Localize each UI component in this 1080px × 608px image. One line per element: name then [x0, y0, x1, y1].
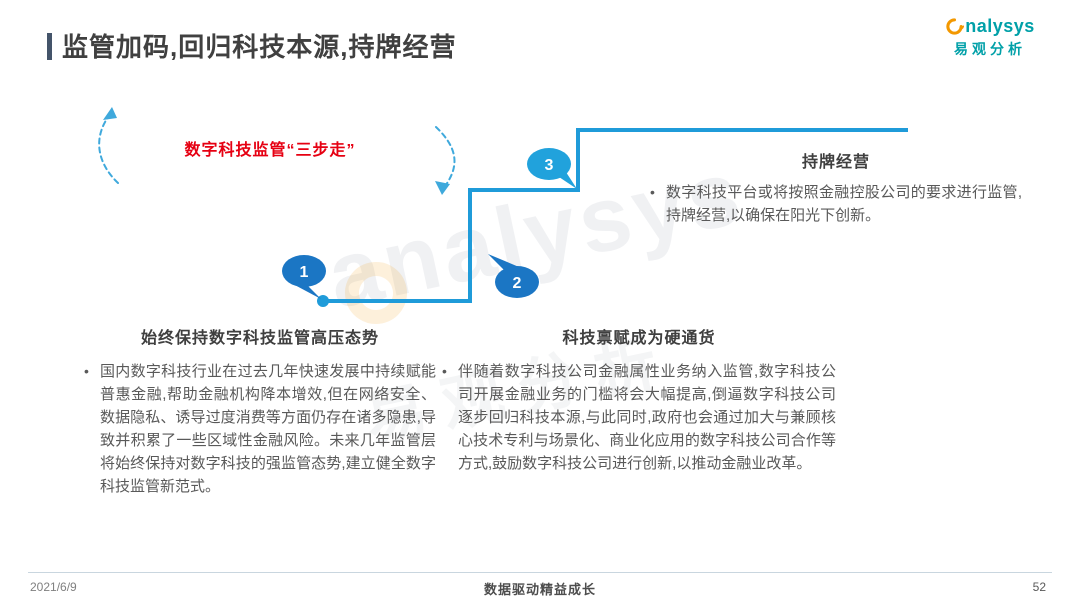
step-line-start-dot [317, 295, 329, 307]
step-bubble-2: 2 [488, 254, 539, 298]
logo-swirl-icon [946, 18, 965, 35]
diagram-caption: 数字科技监管“三步走” [184, 142, 356, 159]
step-number-2: 2 [513, 275, 522, 292]
watermark-ring-icon [339, 256, 413, 330]
step-1-body: 国内数字科技行业在过去几年快速发展中持续赋能普惠金融,帮助金融机构降本增效,但在… [100, 363, 436, 495]
step-bubble-1: 1 [282, 255, 326, 299]
dashed-arc-right-arrowhead-icon [435, 181, 450, 195]
dashed-arc-right [435, 126, 456, 191]
bullet-icon: • [650, 184, 655, 200]
step-2-body: 伴随着数字科技公司金融属性业务纳入监管,数字科技公司开展金融业务的门槛将会大幅提… [458, 363, 836, 472]
dashed-arc-left-arrowhead-icon [103, 107, 117, 120]
footer-divider [28, 572, 1052, 573]
step-3-title: 持牌经营 [801, 154, 870, 171]
bullet-icon: • [442, 363, 447, 379]
step-2-title: 科技禀赋成为硬通货 [562, 330, 716, 347]
footer-date: 2021/6/9 [30, 580, 77, 594]
page-title: 监管加码,回归科技本源,持牌经营 [62, 32, 457, 62]
step-2-section: 科技禀赋成为硬通货 • 伴随着数字科技公司金融属性业务纳入监管,数字科技公司开展… [442, 324, 836, 475]
title-accent-bar [47, 33, 52, 60]
step-3-section: 持牌经营 • 数字科技平台或将按照金融控股公司的要求进行监管,持牌经营,以确保在… [650, 148, 1022, 227]
footer-slogan: 数据驱动精益成长 [483, 582, 596, 597]
step-1-title: 始终保持数字科技监管高压态势 [140, 330, 379, 347]
step-number-1: 1 [300, 264, 309, 281]
dashed-arc-left [98, 111, 119, 184]
analysys-logo: nalysys 易观分析 [940, 16, 1040, 59]
step-bubble-3: 3 [527, 148, 577, 189]
bullet-icon: • [84, 363, 89, 379]
logo-chinese-text: 易观分析 [954, 41, 1026, 57]
page-number: 52 [1032, 580, 1046, 594]
step-number-3: 3 [545, 157, 554, 174]
logo-brand-text: nalysys [965, 16, 1035, 36]
step-1-section: 始终保持数字科技监管高压态势 • 国内数字科技行业在过去几年快速发展中持续赋能普… [84, 324, 436, 498]
step-3-body: 数字科技平台或将按照金融控股公司的要求进行监管,持牌经营,以确保在阳光下创新。 [666, 184, 1022, 224]
